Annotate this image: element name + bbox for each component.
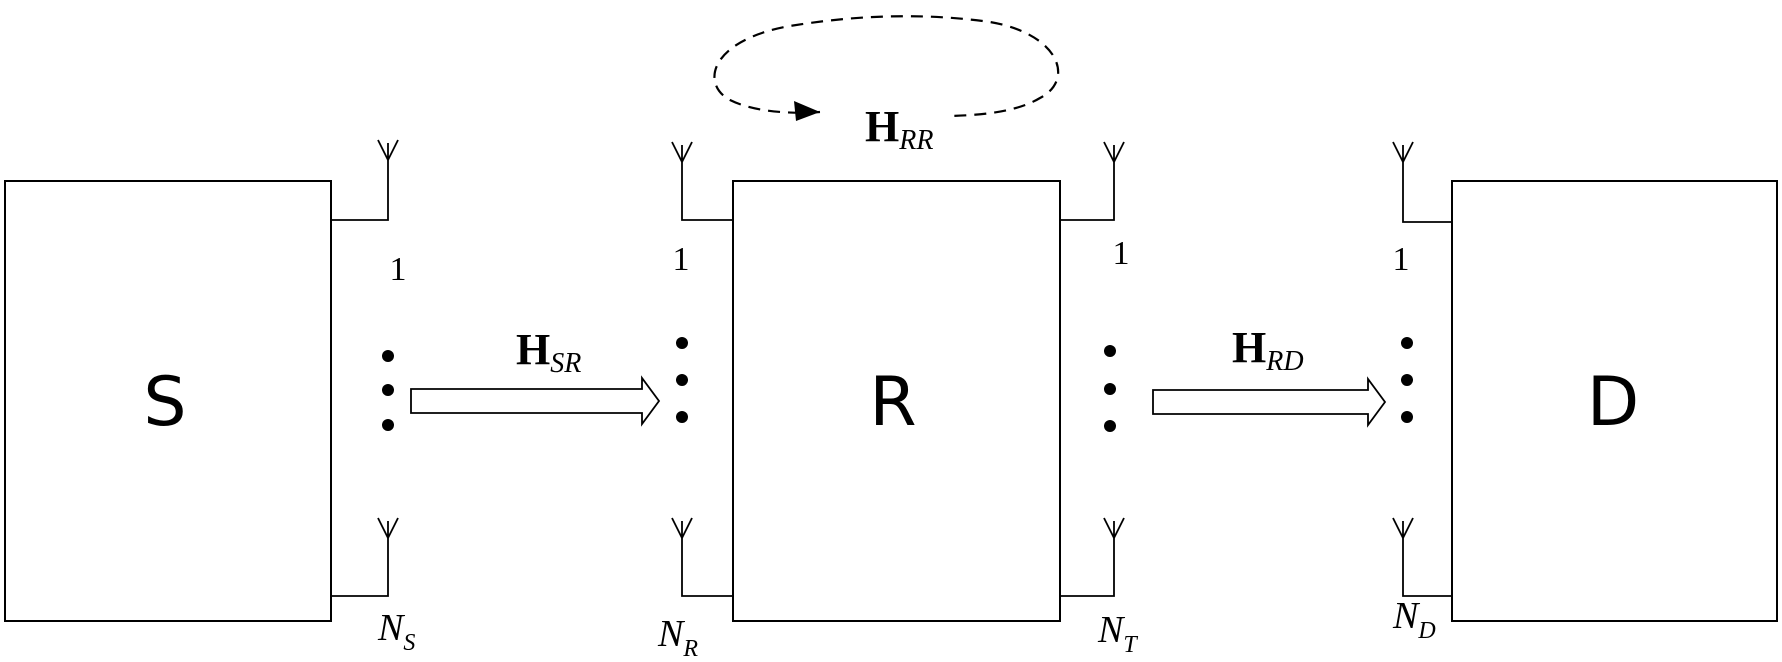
source-first-antenna-index: 1 — [390, 251, 407, 288]
antenna-icon — [672, 518, 692, 538]
antenna-icon — [1104, 518, 1124, 538]
rd-channel-label: HRD — [1232, 323, 1304, 377]
relay-tx-first-antenna-index: 1 — [1113, 235, 1130, 272]
relay-rx-antenna-array — [672, 142, 733, 596]
antenna-icon — [672, 142, 692, 162]
source-label: S — [143, 363, 186, 442]
rr-channel-label: HRR — [865, 102, 933, 156]
destination-first-antenna-index: 1 — [1393, 241, 1410, 278]
destination-antenna-count: ND — [1392, 595, 1436, 644]
destination-node: D — [1452, 181, 1777, 621]
relay-tx-antenna-array — [1060, 142, 1124, 596]
antenna-icon — [1393, 142, 1413, 162]
destination-label: D — [1587, 363, 1639, 442]
relay-tx-antenna-count: NT — [1097, 609, 1138, 658]
source-antenna-array — [331, 140, 398, 596]
sr-channel-arrow — [411, 378, 659, 424]
source-antenna-count: NS — [377, 607, 415, 656]
rd-channel-arrow — [1153, 379, 1385, 425]
relay-node: R — [733, 181, 1060, 621]
antenna-icon — [378, 140, 398, 160]
relay-rx-first-antenna-index: 1 — [673, 241, 690, 278]
sr-channel-label: HSR — [516, 325, 581, 379]
antenna-icon — [1393, 518, 1413, 538]
antenna-icon — [1104, 142, 1124, 162]
destination-antenna-array — [1393, 142, 1452, 596]
loop-arrowhead-icon — [794, 101, 820, 121]
antenna-icon — [378, 518, 398, 538]
source-node: S — [5, 181, 331, 621]
relay-label: R — [869, 363, 916, 442]
relay-rx-antenna-count: NR — [657, 613, 698, 662]
